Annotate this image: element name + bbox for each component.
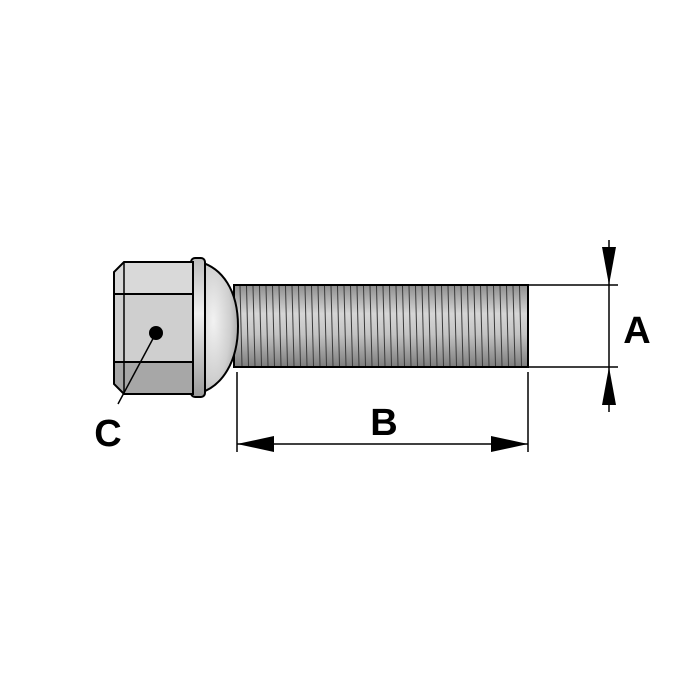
thread-line — [324, 285, 327, 367]
threaded-shank — [233, 284, 529, 368]
thread-line — [506, 285, 509, 367]
thread-line — [402, 285, 405, 367]
thread-line — [291, 285, 295, 367]
arrow-b-right — [491, 436, 528, 452]
thread-line — [311, 285, 314, 367]
thread-line — [278, 285, 282, 367]
thread-line — [421, 285, 425, 367]
thread-line — [408, 285, 412, 367]
thread-line — [337, 285, 340, 367]
thread-line — [272, 285, 275, 367]
thread-lines — [239, 285, 522, 367]
thread-line — [480, 285, 483, 367]
thread-line — [415, 285, 418, 367]
thread-line — [441, 285, 444, 367]
thread-line — [259, 285, 262, 367]
thread-line — [369, 285, 373, 367]
label-c: C — [94, 413, 121, 455]
thread-line — [317, 285, 321, 367]
thread-line — [382, 285, 386, 367]
thread-line — [343, 285, 347, 367]
thread-line — [285, 285, 288, 367]
thread-line — [467, 285, 470, 367]
leader-line-c — [117, 332, 157, 405]
thread-line — [356, 285, 360, 367]
thread-line — [454, 285, 457, 367]
thread-line — [428, 285, 431, 367]
thread-line — [395, 285, 399, 367]
thread-line — [493, 285, 496, 367]
label-b: B — [370, 402, 397, 444]
thread-line — [246, 285, 249, 367]
thread-line — [376, 285, 379, 367]
thread-line — [519, 285, 522, 367]
thread-line — [389, 285, 392, 367]
bolt-seat-dome — [199, 260, 240, 395]
thread-line — [363, 285, 366, 367]
thread-line — [499, 285, 503, 367]
thread-line — [298, 285, 301, 367]
thread-line — [460, 285, 464, 367]
thread-line — [512, 285, 516, 367]
thread-line — [486, 285, 490, 367]
arrow-b-left — [237, 436, 274, 452]
thread-line — [447, 285, 451, 367]
thread-line — [265, 285, 269, 367]
arrow-a-top — [602, 247, 616, 285]
dimension-a — [528, 240, 618, 412]
thread-line — [304, 285, 308, 367]
thread-line — [434, 285, 438, 367]
label-a: A — [623, 310, 650, 352]
thread-line — [350, 285, 353, 367]
thread-line — [330, 285, 334, 367]
arrow-a-bottom — [602, 367, 616, 405]
thread-line — [239, 285, 243, 367]
dimension-b — [236, 372, 529, 452]
thread-line — [473, 285, 477, 367]
thread-line — [252, 285, 256, 367]
